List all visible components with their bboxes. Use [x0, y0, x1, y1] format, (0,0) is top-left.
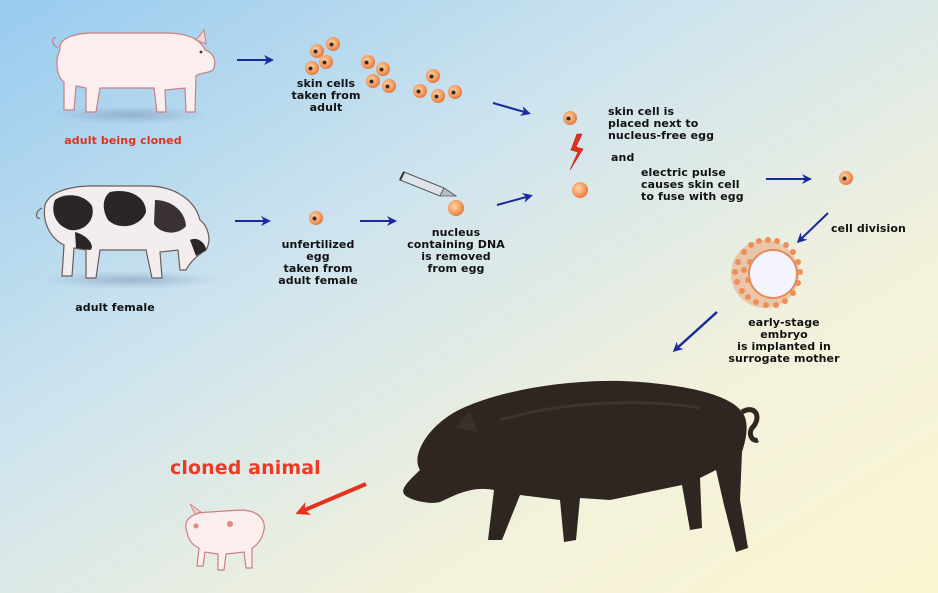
label-skin-cells: skin cells taken from adult: [280, 78, 372, 114]
fused-cell: [839, 171, 853, 185]
egg-cell: [309, 211, 323, 225]
label-early-stage-embryo: early-stage embryo is implanted in surro…: [717, 317, 851, 365]
nucleus-free-egg: [448, 200, 464, 216]
white-pig-illustration: [50, 30, 215, 124]
label-cell-division: cell division: [831, 223, 931, 235]
label-unfertilized-egg: unfertilized egg taken from adult female: [265, 239, 371, 287]
label-nucleus-removed: nucleus containing DNA is removed from e…: [400, 227, 512, 275]
label-skin-cell-placed: skin cell is placed next to nucleus-free…: [608, 106, 748, 142]
label-adult-female: adult female: [55, 302, 175, 314]
label-and: and: [611, 152, 651, 164]
label-electric-pulse: electric pulse causes skin cell to fuse …: [641, 167, 766, 203]
piglet-illustration: [186, 504, 264, 570]
label-adult-being-cloned: adult being cloned: [48, 135, 198, 147]
label-cloned-animal: cloned animal: [170, 457, 340, 479]
